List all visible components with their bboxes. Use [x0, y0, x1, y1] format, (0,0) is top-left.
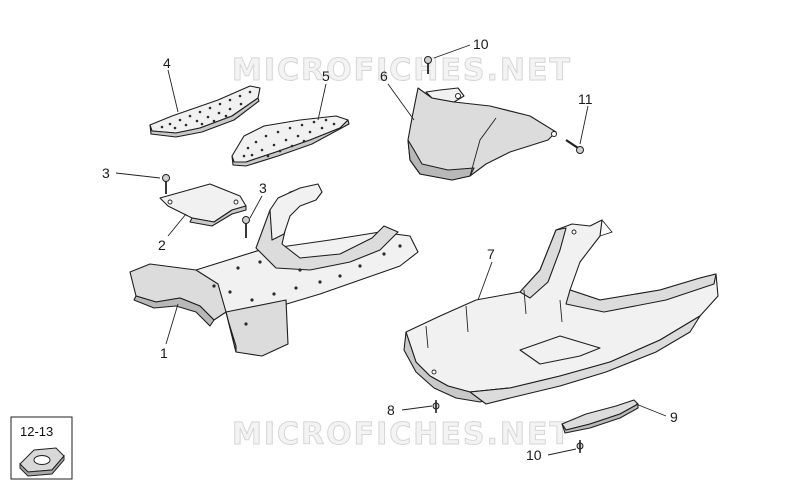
- screw-icon-11: [565, 139, 584, 154]
- callout-8: 8: [387, 402, 395, 418]
- part-5-footrest-mat-right: [231, 115, 350, 167]
- reference-box-label: 12-13: [20, 424, 53, 439]
- leader-lines: [115, 44, 667, 456]
- callout-3-right: 3: [259, 180, 267, 196]
- screw-icon-3a: [162, 174, 170, 194]
- callout-5: 5: [322, 68, 330, 84]
- screw-icon-10b: [576, 440, 584, 453]
- part-1-footboard-frame: [129, 183, 419, 357]
- callout-10-bottom: 10: [526, 447, 542, 463]
- callout-6: 6: [380, 68, 388, 84]
- part-4-footrest-mat-left: [149, 85, 261, 138]
- part-6-rear-cover: [407, 87, 557, 181]
- screw-icon-3b: [242, 216, 250, 238]
- callout-9: 9: [670, 409, 678, 425]
- part-7-belly-pan: [403, 219, 719, 405]
- clip-icon: [19, 447, 65, 477]
- callout-11: 11: [578, 91, 593, 107]
- callout-4: 4: [163, 55, 171, 71]
- watermark-top: MICROFICHES.NET: [232, 53, 572, 88]
- part-9-trim-strip: [561, 399, 639, 434]
- screw-icon-8: [432, 400, 440, 413]
- screw-icon-10a: [424, 56, 432, 74]
- callout-1: 1: [160, 345, 168, 361]
- callout-3-left: 3: [102, 165, 110, 181]
- watermark-bottom: MICROFICHES.NET: [232, 417, 572, 452]
- reference-box-12-13: 12-13: [10, 416, 73, 480]
- callout-10-top: 10: [473, 36, 489, 52]
- callout-2: 2: [158, 237, 166, 253]
- part-2-bracket: [159, 183, 247, 227]
- callout-7: 7: [487, 246, 495, 262]
